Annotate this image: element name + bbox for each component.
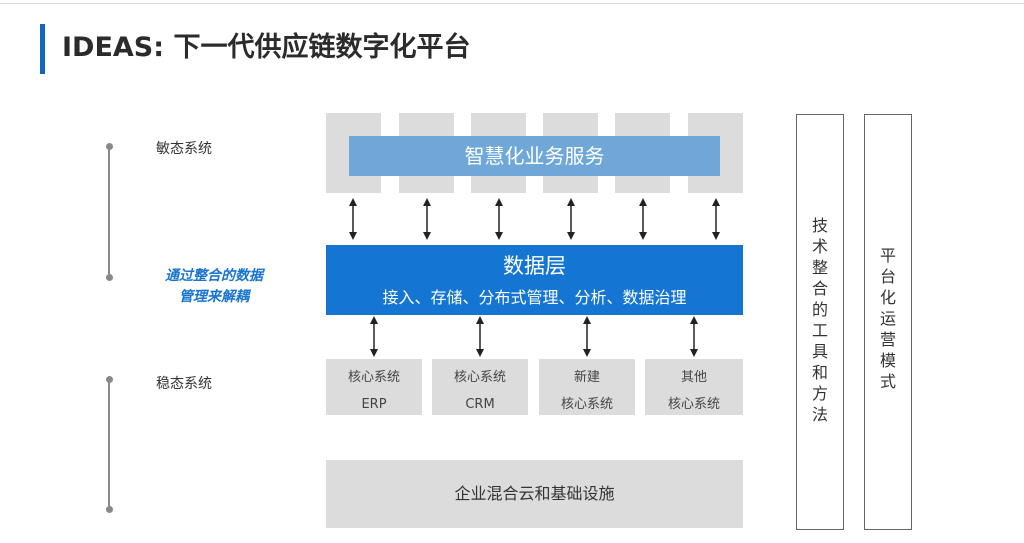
core-system-crm: 核心系统 CRM — [432, 359, 528, 415]
page-title: IDEAS: 下一代供应链数字化平台 — [62, 32, 471, 63]
agile-bracket-bottom-dot — [105, 274, 113, 281]
data-layer-subtitle: 接入、存储、分布式管理、分析、数据治理 — [382, 288, 687, 307]
core-system-new: 新建 核心系统 — [539, 359, 635, 415]
agile-bracket-top-dot — [105, 143, 113, 150]
core-system-label: 新建 — [573, 370, 600, 385]
top-divider — [0, 3, 1024, 4]
core-system-label: 核心系统 — [453, 370, 506, 385]
stable-bracket-top-dot — [105, 376, 113, 383]
agile-bracket-line — [108, 146, 110, 278]
core-system-sublabel: 核心系统 — [560, 397, 613, 412]
core-system-sublabel: CRM — [465, 397, 495, 412]
tools-methods-box: 技术整合的工具和方法 — [796, 114, 844, 530]
infrastructure-box: 企业混合云和基础设施 — [326, 460, 743, 528]
platform-ops-box: 平台化运营模式 — [864, 114, 912, 530]
data-layer-box: 数据层 接入、存储、分布式管理、分析、数据治理 — [326, 245, 743, 315]
agile-system-label: 敏态系统 — [156, 141, 212, 157]
integration-label: 通过整合的数据 管理来解耦 — [152, 266, 276, 308]
platform-ops-label: 平台化运营模式 — [879, 246, 896, 391]
stable-system-label: 稳态系统 — [156, 376, 212, 392]
tools-methods-label: 技术整合的工具和方法 — [811, 216, 828, 424]
smart-services-box: 智慧化业务服务 — [349, 136, 720, 176]
title-accent-bar — [40, 24, 45, 74]
core-system-label: 其他 — [680, 370, 707, 385]
core-system-label: 核心系统 — [347, 370, 400, 385]
stable-bracket-bottom-dot — [105, 506, 113, 513]
integration-label-line1: 通过整合的数据 — [165, 268, 263, 284]
integration-label-line2: 管理来解耦 — [179, 289, 249, 305]
stable-bracket-line — [108, 380, 110, 510]
core-system-sublabel: ERP — [361, 397, 387, 412]
core-system-other: 其他 核心系统 — [645, 359, 743, 415]
core-system-sublabel: 核心系统 — [667, 397, 720, 412]
data-layer-title: 数据层 — [503, 254, 566, 278]
core-system-erp: 核心系统 ERP — [326, 359, 422, 415]
